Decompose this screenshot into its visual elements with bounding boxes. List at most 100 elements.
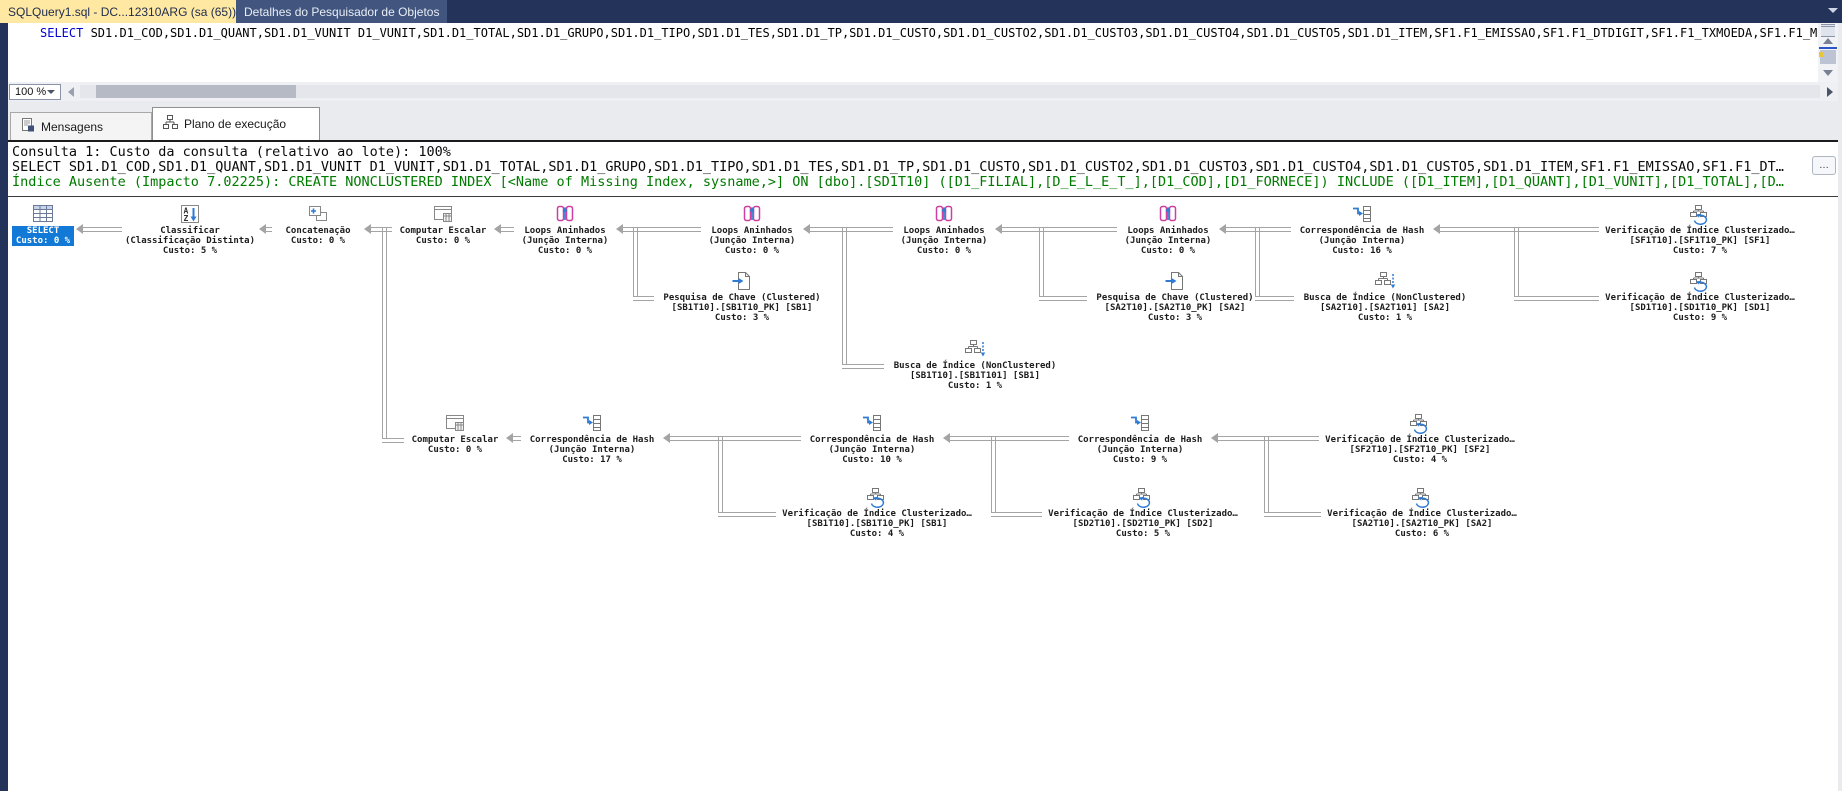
plan-node-label: Loops Aninhados(Junção Interna)Custo: 0 … xyxy=(708,226,796,256)
scroll-right-icon[interactable] xyxy=(1827,87,1833,97)
hash-match-icon xyxy=(861,412,883,434)
plan-edge-busca_sa2-to-loops4-v xyxy=(1255,227,1260,296)
plan-node-scan_sd2[interactable]: Verificação de Índice Clusterizado…[SD2T… xyxy=(1043,486,1243,539)
concatenation-icon xyxy=(307,203,329,225)
plan-edge-hash10-to-hash17-arrowhead xyxy=(663,433,670,443)
plan-node-loops2[interactable]: Loops Aninhados(Junção Interna)Custo: 0 … xyxy=(702,203,802,256)
index-scan-icon xyxy=(1132,486,1154,508)
plan-node-busca_sb1[interactable]: Busca de Índice (NonClustered)[SB1T10].[… xyxy=(885,338,1065,391)
svg-text:Z: Z xyxy=(184,214,189,223)
missing-index-line: Índice Ausente (Impacto 7.02225): CREATE… xyxy=(12,174,1784,190)
plan-node-loops3[interactable]: Loops Aninhados(Junção Interna)Custo: 0 … xyxy=(894,203,994,256)
plan-edge-busca_sa2-to-loops4-h xyxy=(1255,296,1294,301)
nested-loops-icon xyxy=(1157,203,1179,225)
plan-node-label: Correspondência de Hash(Junção Interna)C… xyxy=(1077,435,1203,465)
plan-edge-scan_sf1-to-hash16 xyxy=(1440,227,1599,232)
sql-keyword: SELECT xyxy=(40,26,84,40)
sql-editor[interactable]: SELECT SD1.D1_COD,SD1.D1_QUANT,SD1.D1_VU… xyxy=(8,23,1818,82)
plan-node-loops1[interactable]: Loops Aninhados(Junção Interna)Custo: 0 … xyxy=(515,203,615,256)
plan-node-loops4[interactable]: Loops Aninhados(Junção Interna)Custo: 0 … xyxy=(1118,203,1218,256)
tab-plano-de-execucao[interactable]: Plano de execução xyxy=(152,107,320,140)
plan-node-label: Busca de Índice (NonClustered)[SA2T10].[… xyxy=(1303,293,1467,323)
plan-node-scan_sf2[interactable]: Verificação de Índice Clusterizado…[SF2T… xyxy=(1320,412,1520,465)
plan-edge-hash16-to-loops4-arrowhead xyxy=(1219,224,1226,234)
plan-edge-pesquisa_sa2-to-loops3-h xyxy=(1039,296,1087,301)
execution-plan-icon xyxy=(163,115,178,133)
window-list-caret-icon[interactable] xyxy=(1828,8,1838,13)
plan-node-hash9[interactable]: Correspondência de Hash(Junção Interna)C… xyxy=(1070,412,1210,465)
plan-node-label: Correspondência de Hash(Junção Interna)C… xyxy=(809,435,935,465)
plan-node-scan_sb1pk[interactable]: Verificação de Índice Clusterizado…[SB1T… xyxy=(777,486,977,539)
plan-edge-classificar-to-select-arrowhead xyxy=(76,224,83,234)
index-scan-icon xyxy=(1689,270,1711,292)
scroll-up-icon[interactable] xyxy=(1823,38,1833,44)
plan-edge-pesquisa_sb1-to-loops1-h xyxy=(633,296,654,301)
plan-node-label: Busca de Índice (NonClustered)[SB1T10].[… xyxy=(893,361,1057,391)
plan-node-scan_sa2pk[interactable]: Verificação de Índice Clusterizado…[SA2T… xyxy=(1322,486,1522,539)
plan-node-pesquisa_sb1[interactable]: Pesquisa de Chave (Clustered)[SB1T10].[S… xyxy=(655,270,830,323)
scroll-left-icon[interactable] xyxy=(68,87,74,97)
compute-scalar-icon xyxy=(444,412,466,434)
nested-loops-icon xyxy=(554,203,576,225)
plan-node-label: Verificação de Índice Clusterizado…[SF2T… xyxy=(1325,435,1515,465)
plan-node-label: Pesquisa de Chave (Clustered)[SB1T10].[S… xyxy=(663,293,821,323)
plan-edge-scan_sd1-to-hash16-v xyxy=(1514,227,1519,296)
plan-edge-classificar-to-select xyxy=(83,227,122,232)
plan-edge-loops2-to-loops1 xyxy=(623,227,701,232)
hash-match-icon xyxy=(1129,412,1151,434)
plan-node-scan_sd1[interactable]: Verificação de Índice Clusterizado…[SD1T… xyxy=(1600,270,1800,323)
plan-edge-scan_sd2-to-hash10-v xyxy=(991,436,996,512)
plan-node-hash10[interactable]: Correspondência de Hash(Junção Interna)C… xyxy=(802,412,942,465)
plan-edge-loops2-to-loops1-arrowhead xyxy=(616,224,623,234)
hash-match-icon xyxy=(1351,203,1373,225)
key-lookup-icon xyxy=(731,270,753,292)
plan-edge-computar2-to-concatenacao-h xyxy=(382,438,404,443)
zoom-caret-icon[interactable] xyxy=(47,90,55,94)
plan-edge-scan_sa2pk-to-hash9-v xyxy=(1264,436,1269,512)
plan-edge-loops4-to-loops3 xyxy=(1002,227,1117,232)
compute-scalar-icon xyxy=(432,203,454,225)
plan-edge-scan_sa2pk-to-hash9-h xyxy=(1264,512,1321,517)
query-cost-line: Consulta 1: Custo da consulta (relativo … xyxy=(12,144,451,160)
plan-header: Consulta 1: Custo da consulta (relativo … xyxy=(8,142,1842,196)
editor-split-handle[interactable] xyxy=(1821,24,1835,37)
tab-mensagens[interactable]: Mensagens xyxy=(10,112,152,140)
statement-ellipsis-button[interactable]: … xyxy=(1812,156,1836,175)
zoom-value: 100 % xyxy=(15,86,47,98)
plan-edge-loops4-to-loops3-arrowhead xyxy=(995,224,1002,234)
messages-icon xyxy=(21,118,35,135)
nested-loops-icon xyxy=(933,203,955,225)
tab-object-explorer-details[interactable]: Detalhes do Pesquisador de Objetos xyxy=(236,0,448,23)
sql-editor-line: SELECT SD1.D1_COD,SD1.D1_QUANT,SD1.D1_VU… xyxy=(40,26,1818,40)
scrollbar-change-tick xyxy=(1819,52,1823,57)
editor-hscroll-thumb[interactable] xyxy=(96,85,296,98)
plan-node-hash16[interactable]: Correspondência de Hash(Junção Interna)C… xyxy=(1292,203,1432,256)
scroll-down-icon[interactable] xyxy=(1823,70,1833,76)
editor-hscroll-track[interactable] xyxy=(80,85,1820,98)
plan-node-pesquisa_sa2[interactable]: Pesquisa de Chave (Clustered)[SA2T10].[S… xyxy=(1088,270,1263,323)
plan-edge-hash9-to-hash10-arrowhead xyxy=(943,433,950,443)
editor-vscroll-thumb[interactable] xyxy=(1820,50,1836,64)
plan-edge-hash10-to-hash17 xyxy=(670,436,801,441)
index-scan-icon xyxy=(866,486,888,508)
header-separator xyxy=(8,140,1842,142)
plan-node-hash17[interactable]: Correspondência de Hash(Junção Interna)C… xyxy=(522,412,662,465)
plan-edge-loops1-to-computar1-arrowhead xyxy=(494,224,501,234)
zoom-dropdown[interactable]: 100 % xyxy=(9,84,61,100)
plan-node-scan_sf1[interactable]: Verificação de Índice Clusterizado…[SF1T… xyxy=(1600,203,1800,256)
plan-edge-hash9-to-hash10 xyxy=(950,436,1069,441)
plan-node-busca_sa2[interactable]: Busca de Índice (NonClustered)[SA2T10].[… xyxy=(1295,270,1475,323)
document-tab-bar: SQLQuery1.sql - DC...12310ARG (sa (65))*… xyxy=(0,0,1842,23)
tab-sqlquery1[interactable]: SQLQuery1.sql - DC...12310ARG (sa (65))*… xyxy=(0,0,285,23)
plan-edge-scan_sb1pk-to-hash17-h xyxy=(718,512,776,517)
plan-node-label: Correspondência de Hash(Junção Interna)C… xyxy=(529,435,655,465)
plan-edge-busca_sb1-to-loops2-h xyxy=(842,364,884,369)
